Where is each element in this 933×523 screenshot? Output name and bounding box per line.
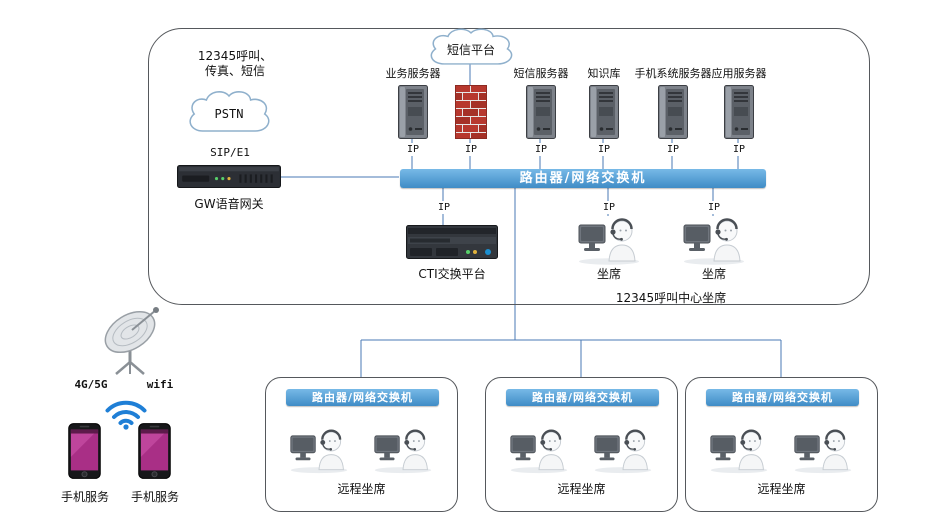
remote-agents-caption: 远程坐席 — [757, 482, 806, 496]
smartphone-icon — [68, 422, 101, 480]
voice-gateway-label: GW语音网关 — [194, 197, 264, 211]
satellite-dish-icon — [90, 304, 170, 376]
trunk-label: SIP/E1 — [210, 146, 250, 159]
ip-label: IP — [598, 201, 620, 214]
sms-platform-cloud: 短信平台 — [423, 25, 519, 71]
ip-label: IP — [728, 143, 750, 156]
agent-label: 坐席 — [701, 267, 726, 281]
ip-label: IP — [460, 143, 482, 156]
call-center-panel: 12345呼叫、 传真、短信 PSTN SIP/E1 GW语音网关 短信平台 业… — [148, 28, 870, 305]
wifi-label: wifi — [146, 378, 174, 391]
ip-label: IP — [402, 143, 424, 156]
cti-platform-label: CTI交换平台 — [418, 267, 486, 281]
call-agent-icon — [508, 424, 570, 474]
call-agent-icon — [708, 424, 770, 474]
remote-agents-panel: 路由器/网络交换机 远程坐席 — [265, 377, 458, 512]
call-agent-icon — [681, 213, 747, 265]
server-label-mobile-system: 手机系统服务器 — [634, 67, 712, 80]
call-center-caption: 12345呼叫中心坐席 — [615, 291, 727, 305]
rack-gateway-icon — [177, 165, 281, 188]
router-switch-bar: 路由器/网络交换机 — [706, 389, 859, 406]
server-label-business: 业务服务器 — [385, 67, 441, 80]
firewall-icon — [455, 85, 487, 139]
router-switch-bar: 路由器/网络交换机 — [506, 389, 659, 406]
pstn-cloud: PSTN — [182, 87, 276, 139]
remote-agents-panel: 路由器/网络交换机 远程坐席 — [485, 377, 678, 512]
phone-service-label: 手机服务 — [130, 490, 179, 504]
ip-label: IP — [530, 143, 552, 156]
access-types-line2: 传真、短信 — [204, 64, 265, 78]
tower-server-icon — [526, 85, 556, 139]
sms-platform-label: 短信平台 — [446, 42, 495, 57]
remote-agents-panel: 路由器/网络交换机 远程坐席 — [685, 377, 878, 512]
tower-server-icon — [398, 85, 428, 139]
access-types-label: 12345呼叫、 传真、短信 — [185, 49, 285, 79]
ip-label: IP — [703, 201, 725, 214]
ip-label: IP — [662, 143, 684, 156]
ip-label: IP — [593, 143, 615, 156]
smartphone-icon — [138, 422, 171, 480]
tower-server-icon — [724, 85, 754, 139]
call-agent-icon — [576, 213, 642, 265]
server-label-knowledge: 知识库 — [587, 67, 621, 80]
call-agent-icon — [288, 424, 350, 474]
phone-service-label: 手机服务 — [60, 490, 109, 504]
call-agent-icon — [792, 424, 854, 474]
ip-label: IP — [433, 201, 455, 214]
server-label-application: 应用服务器 — [711, 67, 767, 80]
tower-server-icon — [658, 85, 688, 139]
server-label-sms: 短信服务器 — [513, 67, 569, 80]
call-agent-icon — [372, 424, 434, 474]
router-switch-bar: 路由器/网络交换机 — [286, 389, 439, 406]
agent-label: 坐席 — [596, 267, 621, 281]
remote-agents-caption: 远程坐席 — [337, 482, 386, 496]
call-agent-icon — [592, 424, 654, 474]
pstn-label: PSTN — [214, 107, 244, 121]
access-types-line1: 12345呼叫、 — [197, 49, 273, 63]
cellular-label: 4G/5G — [74, 378, 108, 391]
tower-server-icon — [589, 85, 619, 139]
router-switch-bar: 路由器/网络交换机 — [400, 169, 766, 188]
remote-agents-caption: 远程坐席 — [557, 482, 606, 496]
rack-server-icon — [406, 225, 498, 259]
